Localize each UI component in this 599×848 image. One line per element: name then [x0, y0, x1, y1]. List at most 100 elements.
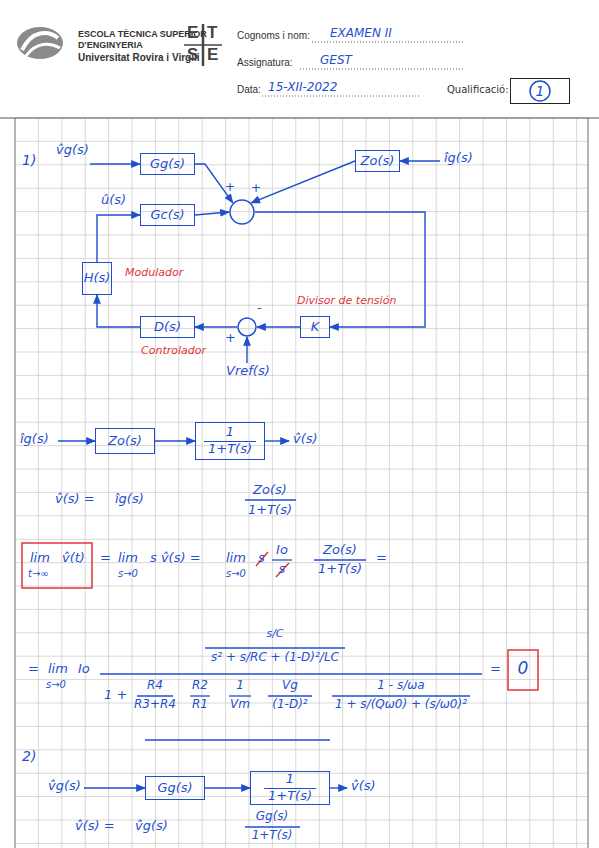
logo-swoosh	[26, 44, 60, 56]
header-text: Assignatura:	[237, 57, 293, 69]
node-label: H(s)	[84, 271, 111, 286]
node-caption: -	[257, 301, 262, 316]
grid-line	[15, 679, 588, 680]
header-text: E	[187, 23, 198, 43]
node-label: K	[311, 320, 320, 335]
field-line	[300, 69, 465, 70]
grid-line	[587, 118, 588, 848]
logo-swoosh	[22, 33, 58, 50]
equation-term: =	[376, 551, 387, 566]
equation-term: lim	[118, 551, 138, 566]
signal-connector	[97, 215, 140, 262]
equation-term: Io	[276, 543, 288, 558]
loop-gain-block: 11+T(s)	[195, 422, 265, 460]
result-box	[508, 650, 538, 690]
cancel-stroke	[276, 563, 289, 577]
grid-line	[225, 118, 226, 848]
equation-term: t→∞	[28, 568, 49, 580]
equation-term: s→0	[46, 679, 66, 691]
node-label: D(s)	[154, 320, 181, 335]
equation-term: 1	[236, 679, 244, 693]
grid-line	[15, 141, 588, 142]
equation-term: v̂g(s)	[135, 819, 168, 834]
node-label: 1+T(s)	[204, 441, 256, 457]
header-text: GEST	[320, 54, 352, 68]
grid-line	[506, 118, 507, 848]
node-caption: Controlador	[141, 345, 206, 358]
grid-line	[178, 118, 179, 848]
grid-line	[483, 118, 484, 848]
header-text: Universitat Rovira i Virgili	[78, 52, 200, 64]
grid-line	[155, 118, 156, 848]
equation-term: 1 + s/(Qω0) + (s/ω0)²	[335, 698, 467, 712]
grid-line	[15, 726, 588, 727]
equation-term: =	[28, 662, 39, 677]
equation-term: 1 +	[104, 688, 127, 703]
field-line	[262, 96, 420, 97]
grid-line	[14, 118, 15, 848]
grid-line	[15, 843, 588, 844]
input-arrow	[246, 337, 247, 363]
equation-term: 1+T(s)	[252, 829, 293, 843]
red-marks	[22, 543, 538, 690]
equation-term: R2	[192, 679, 208, 693]
grid-line	[15, 328, 588, 329]
grid-line	[412, 118, 413, 848]
signal-arrows	[58, 161, 440, 788]
equation-term: (1-D)²	[272, 698, 307, 712]
node-label: 1	[286, 772, 294, 787]
header-rule	[0, 117, 599, 118]
node-label: Gc(s)	[150, 208, 184, 223]
signal-label: û(s)	[101, 193, 126, 208]
signal-connector	[255, 212, 425, 327]
transfer-block: Gg(s)	[145, 776, 205, 800]
equation-term: Io	[78, 662, 90, 677]
grid-line	[15, 469, 588, 470]
grid-line	[15, 188, 588, 189]
equation-term: Vg	[282, 679, 298, 693]
grid-line	[38, 118, 39, 848]
equation-term: 0	[518, 659, 529, 679]
header-text: 15-XII-2022	[268, 81, 337, 95]
signal-connector	[155, 440, 195, 441]
fraction-bar	[100, 673, 482, 674]
grid-line	[15, 609, 588, 610]
grid-line	[15, 235, 588, 236]
node-label: 1	[536, 83, 545, 99]
input-arrow	[84, 787, 145, 788]
equation-term: v̂(s) =	[55, 492, 95, 507]
equation-term: 1 - s/ωa	[377, 679, 424, 693]
node-caption: +	[225, 181, 235, 195]
equation-term: s→0	[226, 568, 246, 580]
signal-label: îg(s)	[20, 432, 49, 447]
node-caption: +	[251, 182, 261, 196]
grade-box: Qualificació:1	[510, 78, 570, 104]
signal-connector	[205, 787, 250, 788]
header-text: D'ENGINYERIA	[78, 40, 143, 50]
section-number: 1)	[22, 152, 36, 168]
grid-line	[436, 118, 437, 848]
equation-term: s	[279, 562, 286, 577]
grid-line	[319, 118, 320, 848]
fraction-bar	[245, 826, 300, 827]
grade-circle	[530, 81, 550, 101]
equation-term: v̂(s) =	[75, 819, 115, 834]
field-line	[312, 42, 465, 43]
grid-line	[132, 118, 133, 848]
node-label: Zo(s)	[361, 154, 395, 169]
connector-layer	[97, 161, 425, 788]
header-text: E	[207, 45, 218, 65]
header-text: Cognoms i nom:	[237, 30, 310, 42]
equation-term: lim	[30, 551, 50, 566]
equation-term: =	[490, 662, 501, 677]
grid-line	[15, 422, 588, 423]
fraction-bar	[137, 695, 173, 696]
transfer-block: Zo(s)	[355, 150, 400, 172]
equation-term: îg(s)	[115, 492, 144, 507]
header-text: EXAMEN II	[330, 27, 392, 41]
equation-term: Vm	[230, 698, 250, 712]
grid-line	[459, 118, 460, 848]
modulator-block: H(s)Modulador	[82, 262, 112, 295]
node-caption: +	[225, 331, 236, 346]
